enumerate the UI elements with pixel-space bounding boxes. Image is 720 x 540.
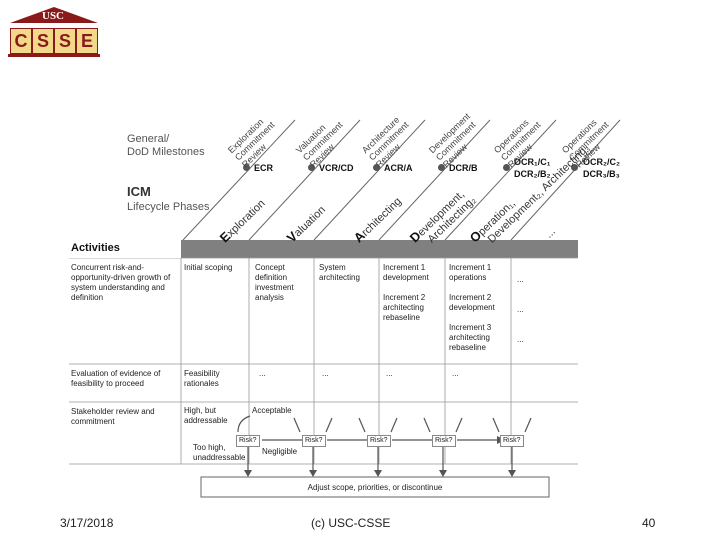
- logo-roof: [8, 7, 100, 57]
- risk-decision: Risk?: [236, 435, 260, 447]
- risk-decision: Risk?: [367, 435, 391, 447]
- page-number: 40: [642, 516, 656, 530]
- milestones-label: General/ DoD Milestones: [127, 133, 205, 159]
- table-cell: Increment 1 development Increment 2 arch…: [383, 263, 429, 322]
- milestone-dot: [438, 164, 445, 171]
- logo-usc-text: USC: [42, 10, 65, 22]
- milestone-code: OCR₂/C₂: [583, 157, 620, 167]
- milestone-code: ACR/A: [384, 163, 413, 173]
- too-high-label: Too high, unaddressable: [193, 443, 246, 462]
- activities-header: Activities: [71, 242, 120, 254]
- negligible-label: Negligible: [262, 447, 298, 456]
- table-cell: Feasibility rationales: [184, 369, 220, 388]
- footer-date: 3/17/2018: [60, 516, 114, 530]
- table-cell: High, but addressable: [184, 406, 228, 425]
- milestone-dot: [308, 164, 315, 171]
- usc-csse-logo: USC C S S E: [6, 6, 102, 58]
- table-cell: Increment 1 operations Increment 2 devel…: [449, 263, 495, 352]
- icm-subtitle: Lifecycle Phases: [127, 201, 210, 213]
- logo-letter: C: [10, 28, 32, 54]
- table-cell: ...: [452, 369, 459, 378]
- risk-decision: Risk?: [432, 435, 456, 447]
- table-cell: ...: [322, 369, 329, 378]
- risk-decision: Risk?: [500, 435, 524, 447]
- logo-letter: S: [32, 28, 54, 54]
- milestones-label-line2: DoD Milestones: [127, 146, 205, 158]
- table-cell: System architecting: [319, 263, 360, 282]
- adjust-scope-box: Adjust scope, priorities, or discontinue: [307, 483, 443, 492]
- logo-letter: E: [76, 28, 98, 54]
- milestone-dot: [503, 164, 510, 171]
- row-label: Stakeholder review and commitment: [71, 407, 155, 426]
- table-cell: Initial scoping: [184, 263, 233, 272]
- icm-title: ICM: [127, 184, 151, 199]
- row-label: Concurrent risk-and-opportunity-driven g…: [71, 263, 171, 302]
- icm-label: ICM Lifecycle Phases: [127, 184, 210, 213]
- risk-decision: Risk?: [302, 435, 326, 447]
- milestone-code: DCR/B: [449, 163, 478, 173]
- milestone-code: ECR: [254, 163, 274, 173]
- table-cell: ... ... ...: [517, 275, 524, 344]
- milestone-code: DCR₃/B₃: [583, 169, 620, 179]
- logo-letter: S: [54, 28, 76, 54]
- row-label: Evaluation of evidence of feasibility to…: [71, 369, 161, 388]
- table-cell: ...: [386, 369, 393, 378]
- table-cell: Concept definition investment analysis: [255, 263, 294, 302]
- table-cell: ...: [259, 369, 266, 378]
- milestones-label-line1: General/: [127, 133, 170, 145]
- milestone-dot: [373, 164, 380, 171]
- milestone-code: VCR/CD: [319, 163, 354, 173]
- milestone-code: OCR₁/C₁: [514, 157, 551, 167]
- table-cell: Acceptable: [252, 406, 292, 415]
- milestone-dot: [571, 164, 578, 171]
- milestone-dot: [243, 164, 250, 171]
- footer-copyright: (c) USC-CSSE: [311, 516, 391, 530]
- milestone-code: DCR₂/B₂: [514, 169, 551, 179]
